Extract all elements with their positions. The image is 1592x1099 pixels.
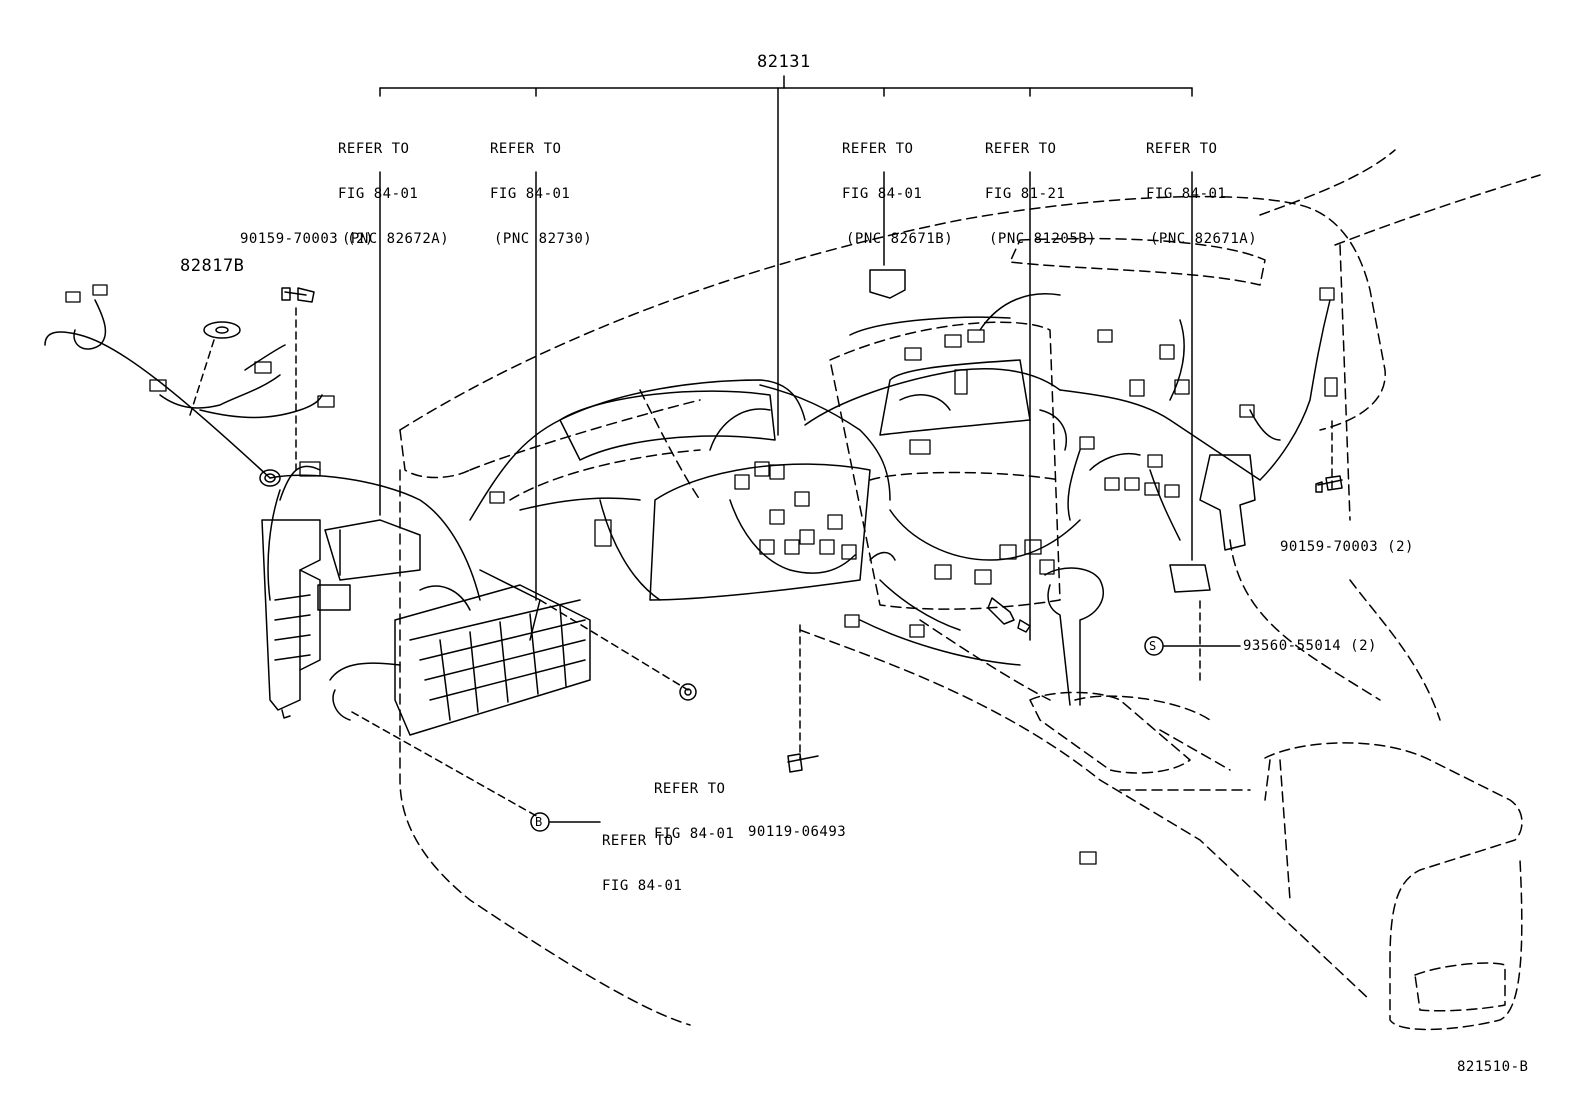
refer-label-line: REFER TO	[338, 141, 410, 157]
refer-label-line: (PNC 82672A)	[342, 231, 450, 247]
ref-b-marker-circle	[530, 812, 550, 832]
bolt-right-part-number: 90159-70003 (2)	[1280, 539, 1414, 555]
harness-part-number: 82131	[757, 52, 811, 72]
refer-label-line: REFER TO	[842, 141, 914, 157]
clip-s-marker: S	[1149, 639, 1157, 653]
refer-label-line: REFER TO	[1146, 141, 1218, 157]
bolt-bottom-icon	[787, 753, 819, 773]
figure-code: 821510-B	[1457, 1059, 1529, 1075]
ref-b-line: REFER TO	[602, 833, 674, 849]
meter-cluster	[519, 269, 1256, 706]
bolt-right-icon	[1315, 475, 1343, 493]
clamp-icon	[203, 321, 241, 339]
ref-b-label: REFER TO FIG 84-01	[602, 804, 682, 924]
bolt-bottom-part-number: 90119-06493	[748, 824, 847, 840]
refer-label-line: (PNC 82671A)	[1150, 231, 1258, 247]
dashboard-outline	[399, 149, 1541, 1026]
refer-label-82671b: REFER TO FIG 84-01 (PNC 82671B)	[842, 112, 953, 277]
junction-block	[317, 519, 591, 736]
refer-label-line: (PNC 82671B)	[846, 231, 954, 247]
refer-label-line: FIG 81-21	[985, 186, 1066, 202]
refer-label-82672a: REFER TO FIG 84-01 (PNC 82672A)	[338, 112, 449, 277]
nut-refer-line: FIG 84-01	[654, 826, 735, 842]
grommet-icon	[259, 469, 281, 487]
refer-label-line: FIG 84-01	[490, 186, 571, 202]
ref-b-marker: B	[535, 815, 543, 829]
refer-label-line: (PNC 82730)	[494, 231, 593, 247]
clip-s-part-number: 93560-55014 (2)	[1243, 638, 1377, 654]
nut-refer-line: REFER TO	[654, 781, 726, 797]
refer-label-82730: REFER TO FIG 84-01 (PNC 82730)	[490, 112, 592, 277]
refer-label-line: REFER TO	[490, 141, 562, 157]
nut-refer-label: REFER TO FIG 84-01	[654, 752, 734, 872]
refer-label-81205b: REFER TO FIG 81-21 (PNC 81205B)	[985, 112, 1096, 277]
refer-label-line: FIG 84-01	[1146, 186, 1227, 202]
nut-icon	[679, 683, 697, 701]
refer-label-line: (PNC 81205B)	[989, 231, 1097, 247]
refer-label-line: FIG 84-01	[338, 186, 419, 202]
bolt-left-icon	[281, 287, 315, 303]
refer-label-line: REFER TO	[985, 141, 1057, 157]
bolt-left-part-number: 90159-70003 (2)	[240, 231, 374, 247]
refer-label-82671a: REFER TO FIG 84-01 (PNC 82671A)	[1146, 112, 1257, 277]
refer-label-line: FIG 84-01	[842, 186, 923, 202]
clamp-part-number: 82817B	[180, 256, 245, 276]
left-relay-stack	[261, 519, 321, 719]
clip-s-marker-circle	[1144, 636, 1164, 656]
ref-b-line: FIG 84-01	[602, 878, 683, 894]
refer-leader-lines	[379, 171, 1193, 641]
console-outline	[919, 619, 1523, 1031]
harness-callout-bracket	[379, 75, 1193, 436]
